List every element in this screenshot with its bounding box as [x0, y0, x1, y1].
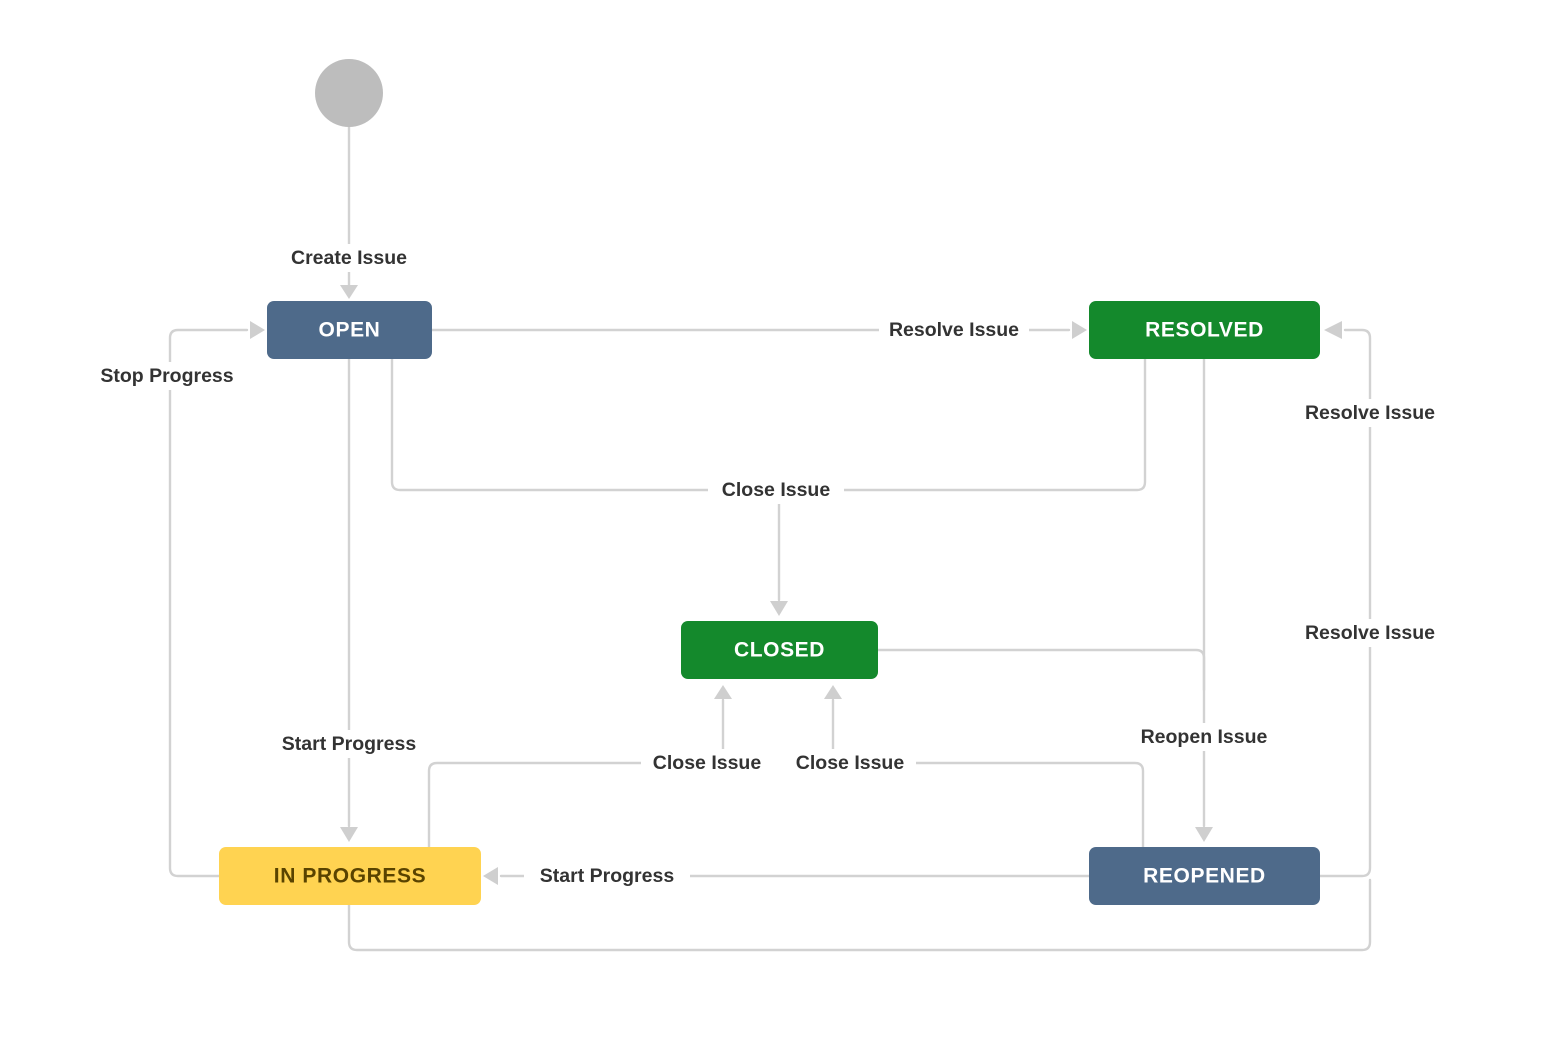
edge-close-issue-in-progress-route: [427, 761, 725, 849]
edge-label-text: Stop Progress: [100, 365, 233, 387]
arrowhead-reopen-issue: [1195, 827, 1213, 842]
node-in-progress[interactable]: IN PROGRESS: [219, 847, 481, 905]
node-open-label: OPEN: [319, 319, 381, 342]
edge-label-close-issue-open: Close Issue: [708, 476, 844, 504]
node-reopened-label: REOPENED: [1143, 865, 1266, 888]
edge-label-text: Resolve Issue: [889, 319, 1019, 341]
edge-resolve-issue-reopened: [1318, 328, 1372, 878]
edge-label-text: Start Progress: [540, 865, 675, 887]
edge-label-text: Close Issue: [653, 752, 762, 774]
edge-label-start-progress-reopened: Start Progress: [524, 862, 690, 890]
arrowhead-close-issue-in-progress: [714, 685, 732, 699]
arrowhead-stop-progress: [250, 321, 265, 339]
edge-label-resolve-issue-in-progress: Resolve Issue: [1292, 619, 1448, 647]
edge-close-issue-reopened-route: [831, 761, 1145, 849]
arrowhead-close-issue-reopened: [824, 685, 842, 699]
edge-label-close-issue-reopened: Close Issue: [786, 749, 916, 777]
edge-label-start-progress-open: Start Progress: [268, 730, 430, 758]
start-node-circle[interactable]: [315, 59, 383, 127]
arrowhead-create-issue: [340, 285, 358, 299]
node-resolved-label: RESOLVED: [1145, 319, 1264, 342]
edge-label-text: Create Issue: [291, 247, 407, 269]
edge-label-reopen-issue: Reopen Issue: [1126, 723, 1282, 751]
arrowhead-start-progress-open: [340, 827, 358, 842]
arrowhead-start-progress-reopened: [483, 867, 498, 885]
edge-label-text: Start Progress: [282, 733, 417, 755]
arrowhead-close-issue-open: [770, 601, 788, 616]
node-reopened[interactable]: REOPENED: [1089, 847, 1320, 905]
edge-close-issue-open-route: [390, 357, 1147, 492]
node-in-progress-label: IN PROGRESS: [274, 865, 426, 888]
edge-label-text: Close Issue: [796, 752, 905, 774]
edge-resolve-issue-in-progress: [347, 878, 1372, 952]
edge-label-stop-progress: Stop Progress: [88, 362, 246, 390]
edge-stop-progress: [168, 328, 249, 878]
node-resolved[interactable]: RESOLVED: [1089, 301, 1320, 359]
edge-label-close-issue-in-progress: Close Issue: [641, 749, 773, 777]
edge-label-text: Close Issue: [722, 479, 831, 501]
edge-label-resolve-issue-reopened: Resolve Issue: [1292, 399, 1448, 427]
arrowhead-resolve-issue-open: [1072, 321, 1087, 339]
node-closed-label: CLOSED: [734, 639, 825, 662]
node-open[interactable]: OPEN: [267, 301, 432, 359]
edge-closed-to-reopened: [876, 648, 1206, 692]
arrowhead-resolve-issue-reopened: [1324, 321, 1342, 339]
edge-label-resolve-issue-open: Resolve Issue: [879, 316, 1029, 344]
edge-label-text: Resolve Issue: [1305, 622, 1435, 644]
node-closed[interactable]: CLOSED: [681, 621, 878, 679]
edge-label-text: Resolve Issue: [1305, 402, 1435, 424]
edge-label-text: Reopen Issue: [1141, 726, 1268, 748]
edge-label-create-issue: Create Issue: [286, 244, 412, 272]
